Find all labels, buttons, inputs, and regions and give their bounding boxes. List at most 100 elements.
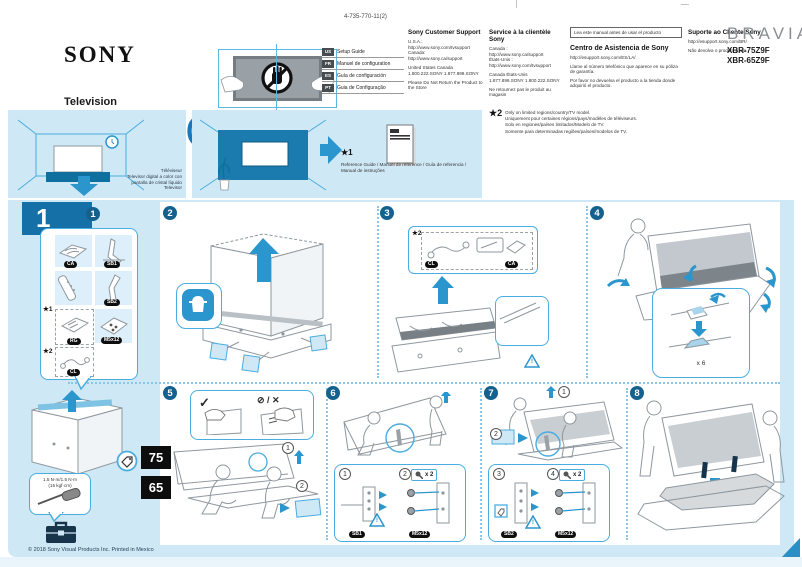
step5-illustration [173, 443, 322, 519]
part-badge: M5x12 [101, 337, 123, 344]
step4-illustration [606, 218, 776, 321]
part-number: 4-735-770-11(2) [344, 14, 387, 20]
star2-mark: ★2 [412, 230, 422, 237]
step3-circle: 3 [380, 206, 394, 220]
warning-icon: ! [368, 512, 386, 527]
support-fr-title: Service à la clientèle Sony [489, 29, 551, 43]
cable-item-icon [427, 241, 470, 259]
step1-carton-illustration [31, 390, 123, 475]
language-label: Guía de configuración [337, 72, 386, 79]
step5-circle: 5 [163, 386, 177, 400]
bracket-align-icon [494, 482, 539, 524]
screw-icon [415, 471, 423, 479]
no-touch-illustration [218, 49, 337, 108]
crop-mark [681, 4, 689, 5]
support-en-title: Sony Customer Support [408, 29, 481, 36]
support-line: États-Unis : [489, 57, 513, 63]
tv-icon [53, 145, 103, 173]
part-badge: CA [505, 261, 519, 268]
support-pt: Suporte ao Cliente Sony http://esupport.… [688, 29, 774, 53]
support-es-title: Centro de Asistencia de Sony [570, 45, 669, 52]
language-code: US [322, 47, 334, 56]
language-table: US Setup Guide FR Manuel de configuratio… [322, 46, 404, 94]
step7-stand-callout: 3 4 x 2 ! SB2 M5x12 [488, 464, 610, 542]
copyright: © 2018 Sony Visual Products Inc. Printed… [28, 547, 154, 553]
support-paragraph: Llame al número telefónico que aparece e… [570, 63, 678, 75]
support-note: Ne retournez pas le produit au magasin [489, 86, 551, 98]
sony-logo: SONY [64, 42, 136, 67]
page-bottom-strip [0, 557, 802, 567]
wall-room-illustration [199, 119, 327, 191]
separator [377, 206, 379, 378]
part-badge: M5x12 [409, 531, 431, 538]
language-code: PT [322, 83, 334, 92]
star2-mark: ★2 [489, 108, 503, 118]
stand-align-icon [341, 486, 387, 522]
torque-bubble: 1.5 N·m/1.5 N·m (15 kgf·cm) [29, 473, 91, 515]
toolbox-icon [46, 521, 76, 543]
step6-circle: 6 [326, 386, 340, 400]
page-corner-marker [782, 538, 800, 557]
support-line: Canada: [408, 50, 426, 56]
substep-3: 3 [493, 468, 505, 480]
room-panel-table: Téléviseur Televisor digital a color con… [8, 110, 186, 198]
substep-1: 1 [558, 386, 570, 398]
room-panel-wall: ★1 Reference Guide / Manuel de référence… [192, 110, 482, 198]
support-url: http://esupport.sony.com/ES/LA/ [570, 55, 636, 60]
language-row: ES Guía de configuración [322, 70, 404, 82]
support-note: Please Do Not Return the Product to the … [408, 79, 483, 91]
separator [326, 388, 328, 540]
support-line: http://www.sony.com/tvsupport [408, 44, 470, 50]
language-label: Manuel de configuration [337, 60, 391, 67]
step2-illustration [202, 233, 332, 373]
support-fr: Service à la clientèle Sony Canada : htt… [489, 29, 567, 98]
left-hand-icon [220, 76, 244, 93]
substep-1: 1 [282, 442, 294, 454]
language-row: US Setup Guide [322, 46, 404, 58]
step4-circle: 4 [590, 206, 604, 220]
separator [68, 382, 780, 384]
step8-illustration [637, 400, 785, 531]
fold-line [276, 44, 277, 111]
size-65-badge: 65 [141, 476, 171, 499]
ok-mark: ✓ [199, 395, 210, 410]
step5-grip-callout: ✓ ⊘ / ✕ [190, 390, 314, 440]
wrong-grip-icon [260, 407, 304, 435]
support-phones-header: United States Canada [408, 65, 453, 71]
plant-icon [218, 157, 230, 181]
star1-mark: ★1 [43, 306, 53, 313]
separator [586, 206, 588, 378]
accessory-bracket: SB2 [95, 271, 132, 306]
size-75-badge: 75 [141, 446, 171, 469]
tv-caption: Téléviseur Televisor digital a color con… [126, 168, 182, 191]
accessory-remote [55, 271, 92, 305]
support-line: U.S.A.: [408, 39, 423, 44]
accessories-bubble: ★1 ★2 CA SB1 SB2 RG M5x12 CL [40, 228, 138, 380]
part-badge: CL [67, 369, 80, 376]
step7-circle: 7 [484, 386, 498, 400]
right-arrow-icon [320, 136, 342, 164]
step6-illustration [343, 392, 451, 456]
substep-2: 2 [399, 468, 411, 480]
label-tag-icon [116, 450, 138, 472]
star2-notes: Only on limited regions/country/TV model… [505, 110, 638, 134]
support-url: http://esupport.sony.com/BR/ [688, 39, 747, 44]
support-line: http://www.sony.ca/support [408, 55, 463, 61]
language-label: Guia de Configuração [337, 84, 386, 91]
part-badge: SB2 [501, 531, 517, 538]
step3-star2-box: ★2 CL CA [408, 226, 538, 274]
press-hand-icon [192, 296, 204, 312]
support-phones: 1.877.899.SONY 1.800.222.SONY [489, 77, 560, 83]
accessory-cables: CA [55, 235, 92, 268]
support-pt-title: Suporte ao Cliente Sony [688, 29, 761, 36]
screw-insert-icon [407, 482, 450, 524]
support-line: Canada : [489, 46, 508, 51]
reference-guide-icon [386, 124, 416, 166]
wall-tv-icon [241, 141, 289, 167]
star1-text: Reference Guide / Manuel de référence / … [341, 162, 467, 174]
step2-circle: 2 [163, 206, 177, 220]
step2-press-callout [176, 283, 222, 329]
ng-marks: ⊘ / ✕ [257, 395, 280, 405]
step3-warning-callout: ! [495, 296, 549, 368]
substep-4: 4 [547, 468, 559, 480]
